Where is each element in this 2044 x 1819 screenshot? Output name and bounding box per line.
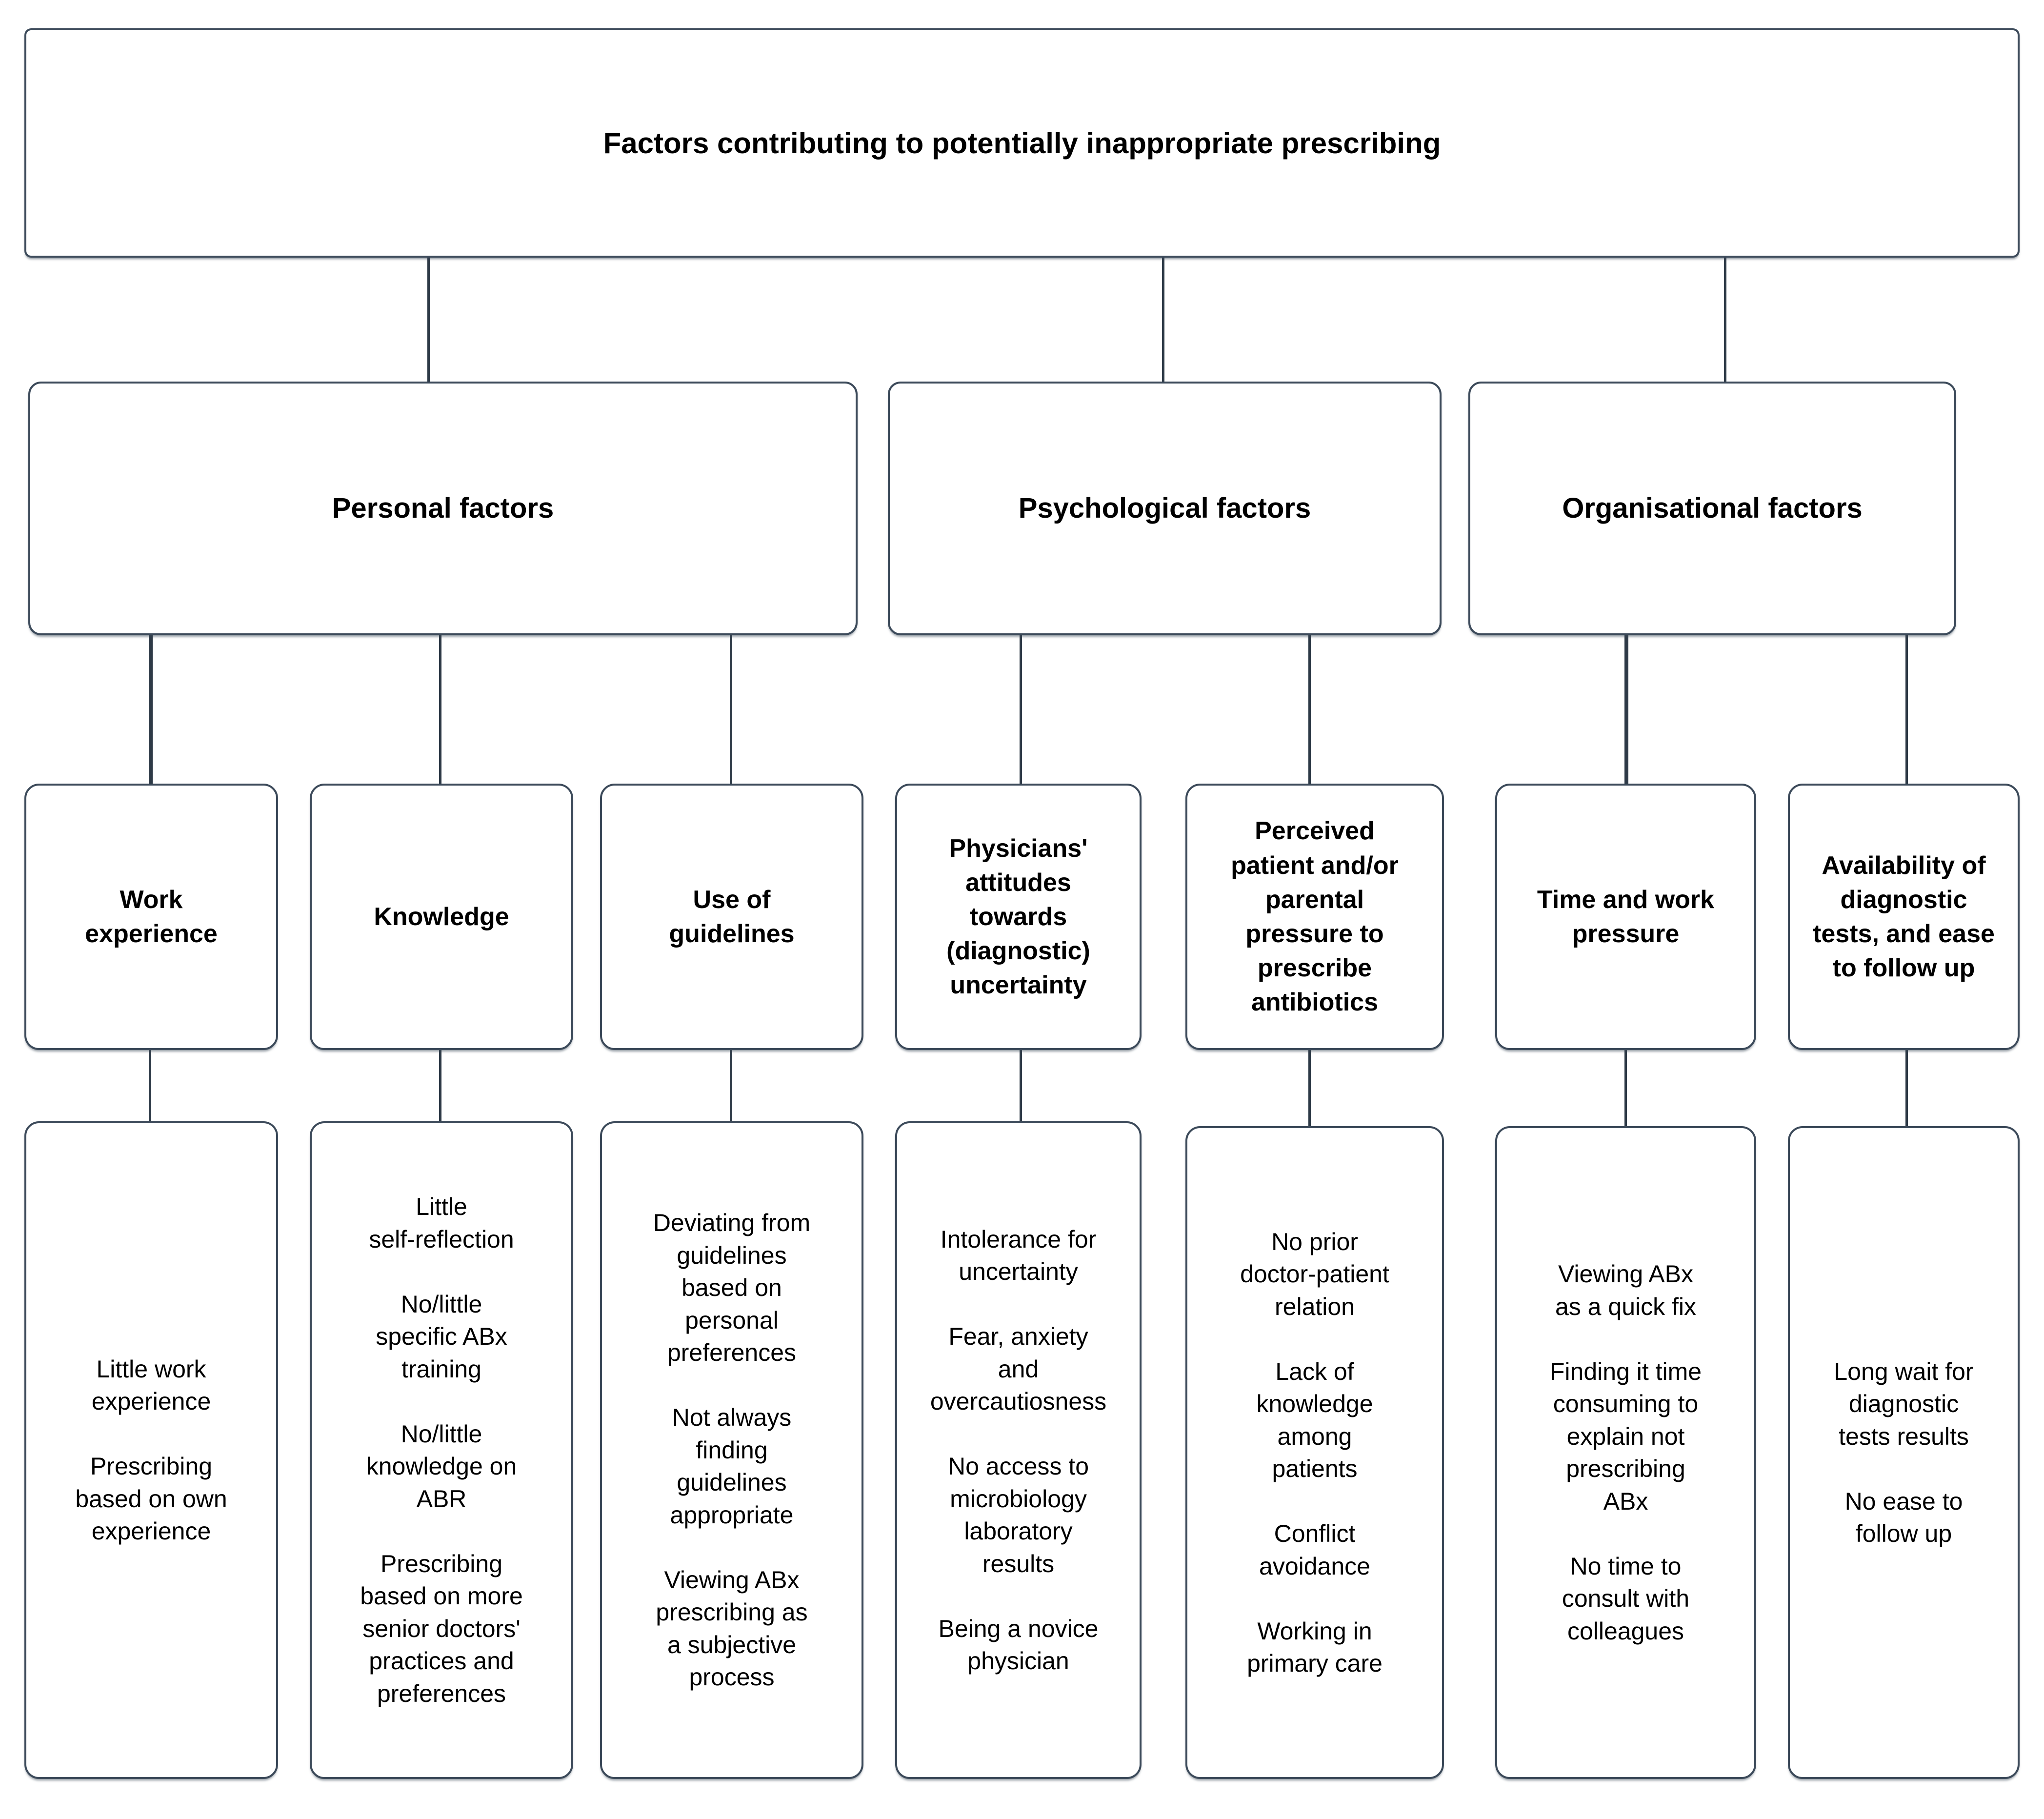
connector-knowledge-to-details xyxy=(439,1050,441,1124)
connector-use-of-guidelines-to-details xyxy=(730,1050,732,1124)
detail-list-work-experience: Little work experience Prescribing based… xyxy=(75,1355,227,1545)
detail-list-knowledge: Little self-reflection No/little specifi… xyxy=(360,1193,523,1707)
detail-node-work-experience: Little work experience Prescribing based… xyxy=(24,1121,278,1779)
root-node-label: Factors contributing to potentially inap… xyxy=(603,126,1441,160)
connector-organisational-to-time-pressure xyxy=(1624,635,1628,786)
detail-list-use-of-guidelines: Deviating from guidelines based on perso… xyxy=(653,1209,811,1691)
detail-node-availability-diagnostic-tests: Long wait for diagnostic tests results N… xyxy=(1788,1126,2020,1779)
subtheme-node-availability-diagnostic-tests: Availability of diagnostic tests, and ea… xyxy=(1788,784,2020,1050)
branch-node-personal-factors: Personal factors xyxy=(28,382,858,635)
connector-time-pressure-to-details xyxy=(1624,1050,1627,1129)
subtheme-node-work-experience: Work experience xyxy=(24,784,278,1050)
connector-psychological-to-pressure xyxy=(1308,635,1311,786)
root-node-factors-contributing: Factors contributing to potentially inap… xyxy=(24,28,2020,258)
connector-availability-to-details xyxy=(1905,1050,1908,1129)
detail-node-physicians-attitudes: Intolerance for uncertainty Fear, anxiet… xyxy=(895,1121,1142,1779)
branch-label-psychological-factors: Psychological factors xyxy=(1018,492,1311,524)
subtheme-node-time-and-work-pressure: Time and work pressure xyxy=(1495,784,1756,1050)
detail-node-perceived-pressure: No prior doctor-patient relation Lack of… xyxy=(1185,1126,1444,1779)
subtheme-label-knowledge: Knowledge xyxy=(374,902,509,931)
subtheme-label-use-of-guidelines: Use of guidelines xyxy=(669,885,795,948)
subtheme-label-availability-diagnostic-tests: Availability of diagnostic tests, and ea… xyxy=(1813,851,1995,983)
branch-label-organisational-factors: Organisational factors xyxy=(1562,492,1863,524)
branch-node-organisational-factors: Organisational factors xyxy=(1468,382,1956,635)
subtheme-node-use-of-guidelines: Use of guidelines xyxy=(600,784,863,1050)
detail-list-perceived-pressure: No prior doctor-patient relation Lack of… xyxy=(1240,1228,1389,1678)
subtheme-label-perceived-pressure: Perceived patient and/or parental pressu… xyxy=(1231,817,1399,1017)
connector-personal-to-knowledge xyxy=(439,635,441,786)
detail-list-availability-diagnostic-tests: Long wait for diagnostic tests results N… xyxy=(1834,1357,1974,1548)
detail-node-knowledge: Little self-reflection No/little specifi… xyxy=(310,1121,573,1779)
detail-node-use-of-guidelines: Deviating from guidelines based on perso… xyxy=(600,1121,863,1779)
connector-organisational-to-availability xyxy=(1905,635,1908,786)
subtheme-node-perceived-pressure: Perceived patient and/or parental pressu… xyxy=(1185,784,1444,1050)
detail-list-time-and-work-pressure: Viewing ABx as a quick fix Finding it ti… xyxy=(1549,1260,1702,1645)
detail-list-physicians-attitudes: Intolerance for uncertainty Fear, anxiet… xyxy=(930,1225,1107,1675)
subtheme-label-work-experience: Work experience xyxy=(85,885,218,948)
connector-pressure-to-details xyxy=(1308,1050,1311,1129)
connector-work-experience-to-details xyxy=(149,1050,151,1124)
subtheme-label-physicians-attitudes: Physicians' attitudes towards (diagnosti… xyxy=(946,834,1090,1000)
subtheme-node-knowledge: Knowledge xyxy=(310,784,573,1050)
connector-personal-to-work-experience xyxy=(149,635,153,786)
connector-root-to-personal xyxy=(427,258,430,384)
detail-node-time-and-work-pressure: Viewing ABx as a quick fix Finding it ti… xyxy=(1495,1126,1756,1779)
connector-psychological-to-attitudes xyxy=(1020,635,1022,786)
connector-root-to-organisational xyxy=(1724,258,1726,384)
subtheme-label-time-and-work-pressure: Time and work pressure xyxy=(1537,885,1715,948)
connector-attitudes-to-details xyxy=(1020,1050,1022,1129)
branch-node-psychological-factors: Psychological factors xyxy=(888,382,1442,635)
connector-root-to-psychological xyxy=(1162,258,1164,384)
subtheme-node-physicians-attitudes: Physicians' attitudes towards (diagnosti… xyxy=(895,784,1142,1050)
branch-label-personal-factors: Personal factors xyxy=(332,492,554,524)
connector-personal-to-use-of-guidelines xyxy=(730,635,732,786)
